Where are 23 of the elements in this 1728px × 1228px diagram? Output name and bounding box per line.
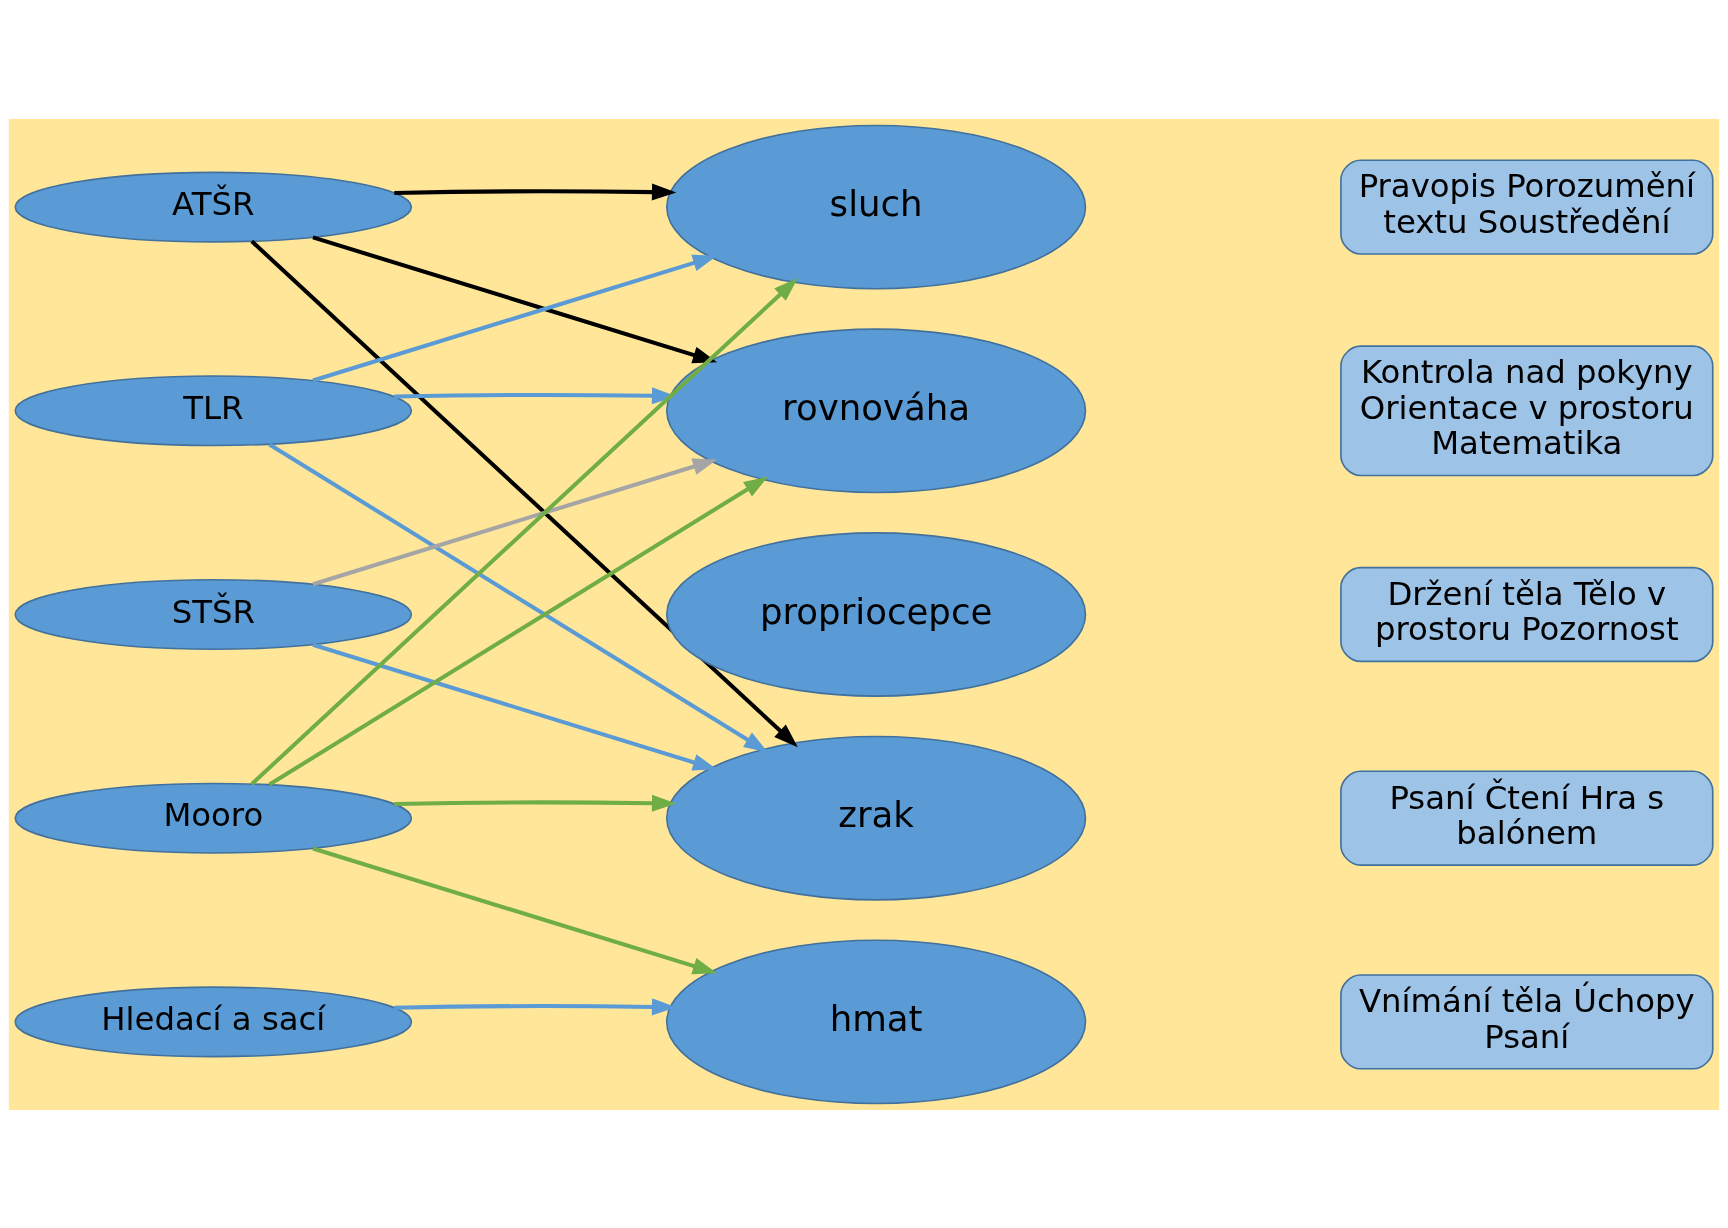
node-ellipse: Hledací a sací bbox=[14, 985, 413, 1057]
arrow bbox=[312, 234, 718, 363]
arrow bbox=[312, 254, 718, 382]
node-ellipse: hmat bbox=[665, 938, 1087, 1104]
node-ellipse: propriocepce bbox=[665, 531, 1087, 697]
node-box: Psaní Čtení Hra s balónem bbox=[1340, 770, 1714, 866]
node-ellipse: STŠR bbox=[14, 578, 413, 650]
node-ellipse: Mooro bbox=[14, 782, 413, 854]
arrow bbox=[394, 794, 677, 812]
arrow bbox=[268, 476, 769, 786]
node-ellipse: zrak bbox=[665, 735, 1087, 901]
node-box: Pravopis Porozumění textu Soustředění bbox=[1340, 158, 1714, 255]
arrow bbox=[268, 442, 769, 752]
node-box: Vnímání těla Úchopy Psaní bbox=[1340, 973, 1714, 1070]
node-box: Kontrola nad pokyny Orientace v prostoru Matematika bbox=[1340, 344, 1714, 476]
node-ellipse: TLR bbox=[14, 374, 413, 446]
node-box: Držení těla Tělo v prostoru Pozornost bbox=[1340, 566, 1714, 662]
node-ellipse: ATŠR bbox=[14, 171, 413, 243]
arrow bbox=[394, 183, 677, 201]
arrow bbox=[312, 457, 718, 586]
node-ellipse: sluch bbox=[665, 124, 1087, 290]
node-ellipse: rovnováha bbox=[665, 327, 1087, 493]
arrow bbox=[312, 846, 718, 974]
